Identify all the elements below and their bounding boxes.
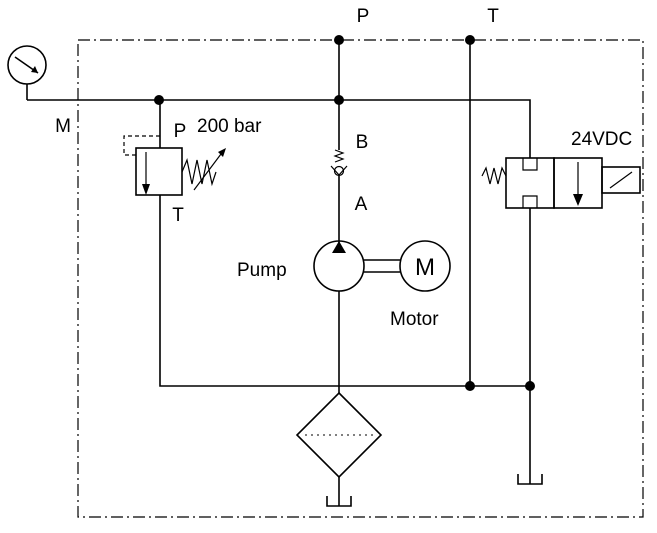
tank-symbol — [326, 496, 352, 507]
port-p-label: P — [357, 6, 370, 27]
pressure-relief-valve — [123, 135, 226, 196]
motor-label: Motor — [390, 309, 439, 330]
relief-setting-label: 200 bar — [197, 116, 262, 137]
check-port-a-label: A — [355, 194, 368, 215]
relief-port-p-label: P — [174, 121, 187, 142]
motor-symbol: M — [399, 240, 451, 292]
check-port-b-label: B — [356, 132, 369, 153]
junction-dot — [334, 95, 344, 105]
gauge-port-m-label: M — [55, 116, 71, 137]
junction-dot — [334, 35, 344, 45]
filter-symbol — [295, 391, 383, 506]
solenoid-voltage-label: 24VDC — [571, 129, 632, 150]
tank-symbol — [517, 474, 543, 485]
junction-dot — [154, 95, 164, 105]
pump-label: Pump — [237, 260, 287, 281]
pump-symbol — [313, 240, 365, 393]
junction-dot — [465, 35, 475, 45]
check-valve — [330, 149, 348, 245]
pressure-gauge — [7, 45, 47, 100]
port-t-label: T — [487, 6, 499, 27]
junction-dot — [525, 381, 535, 391]
pressure-line — [27, 99, 531, 158]
circuit-boundary — [77, 39, 644, 518]
motor-symbol-letter: M — [415, 254, 435, 281]
return-line — [159, 195, 530, 387]
relief-port-t-label: T — [172, 205, 184, 226]
solenoid-directional-valve — [481, 157, 641, 209]
junction-dot — [465, 381, 475, 391]
